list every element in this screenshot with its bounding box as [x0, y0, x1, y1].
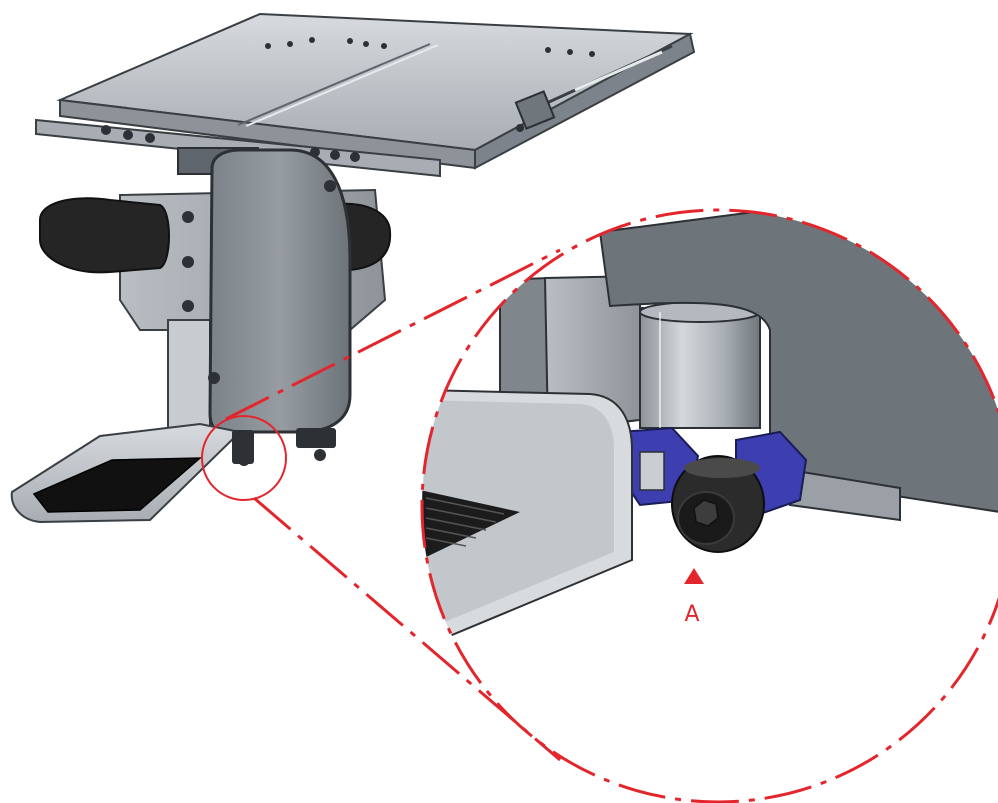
- detail-source-circle: [201, 415, 287, 501]
- hinge-cylinder: [639, 301, 761, 429]
- triangle-up-icon: [684, 568, 704, 584]
- socket-screw-a: [671, 455, 765, 553]
- callout-label-a: A: [684, 602, 699, 627]
- zoom-circle: [420, 208, 998, 803]
- left-pad: [39, 197, 170, 274]
- foot-plate-corner: [422, 388, 633, 641]
- footrest-assembly: [10, 12, 696, 524]
- leader-lines: [225, 248, 561, 762]
- front-panel: [208, 148, 352, 434]
- support-post: [167, 319, 211, 431]
- foot-plate: [10, 422, 243, 524]
- zoom-detail: [420, 208, 998, 803]
- mounting-plate: [35, 12, 696, 178]
